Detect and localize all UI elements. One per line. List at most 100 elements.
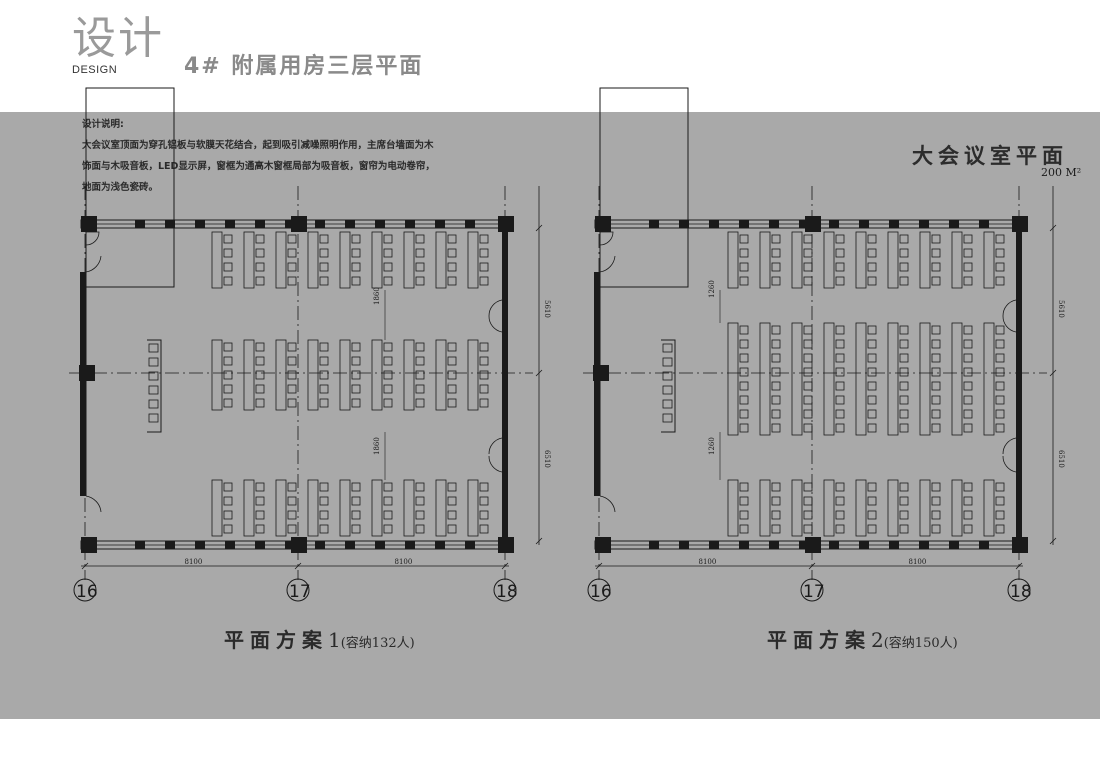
seat (931, 423, 941, 433)
seat (835, 395, 845, 405)
window-mullion (859, 541, 869, 549)
seat (287, 342, 297, 352)
plan2-caption-main: 平面方案 (767, 628, 871, 652)
seat (739, 381, 749, 391)
door-swing (488, 299, 503, 333)
seat (899, 482, 909, 492)
seat (479, 248, 489, 258)
seat (479, 262, 489, 272)
seat (319, 496, 329, 506)
seat (867, 367, 877, 377)
seat (287, 496, 297, 506)
seat (255, 342, 265, 352)
seat (867, 496, 877, 506)
structural-column (498, 216, 514, 232)
seat (835, 353, 845, 363)
seat (739, 325, 749, 335)
podium-chair (662, 357, 673, 367)
seat (223, 384, 233, 394)
seat (771, 482, 781, 492)
seat (899, 524, 909, 534)
seat (995, 276, 1005, 286)
seat (867, 395, 877, 405)
desk-row (919, 322, 931, 436)
door-swing (85, 255, 102, 273)
seat (447, 398, 457, 408)
seat (415, 248, 425, 258)
seat (803, 234, 813, 244)
dim-inner-bottom: 1860 (373, 437, 381, 455)
seat (479, 482, 489, 492)
seat (803, 496, 813, 506)
seat (351, 276, 361, 286)
seat (867, 409, 877, 419)
dim-right-top: 5610 (543, 300, 551, 318)
seat (739, 510, 749, 520)
seat (351, 356, 361, 366)
seat (447, 384, 457, 394)
seat (963, 510, 973, 520)
desk-row (467, 339, 479, 411)
seat (803, 524, 813, 534)
dim-tick (1015, 562, 1023, 570)
seat (319, 276, 329, 286)
window-mullion (649, 541, 659, 549)
axis-bubble (286, 578, 310, 602)
window-mullion (709, 220, 719, 228)
seat (899, 395, 909, 405)
seat (287, 524, 297, 534)
seat (739, 367, 749, 377)
notes-line: 大会议室顶面为穿孔铝板与软膜天花结合，起到吸引减噪照明作用，主席台墙面为木 (82, 140, 434, 151)
seat (255, 510, 265, 520)
dim-right-bottom: 6510 (1057, 450, 1065, 468)
seat (383, 384, 393, 394)
desk-row (823, 231, 835, 289)
seat (835, 409, 845, 419)
seat (835, 339, 845, 349)
seat (415, 384, 425, 394)
desk-row (211, 479, 223, 537)
desk-row (919, 479, 931, 537)
seat (771, 367, 781, 377)
seat (255, 482, 265, 492)
seat (963, 353, 973, 363)
plan2-caption-num: 2 (871, 628, 884, 652)
podium-chair (148, 343, 159, 353)
seat (867, 524, 877, 534)
window-mullion (739, 541, 749, 549)
door-swing (1002, 437, 1017, 473)
desk-row (435, 479, 447, 537)
structural-column (593, 365, 609, 381)
desk-row (275, 479, 287, 537)
desk-row (855, 322, 867, 436)
desk-row (759, 479, 771, 537)
desk-row (791, 479, 803, 537)
seat (771, 510, 781, 520)
seat (447, 370, 457, 380)
seat (835, 482, 845, 492)
desk-row (307, 479, 319, 537)
seat (255, 262, 265, 272)
seat (899, 234, 909, 244)
seat (447, 342, 457, 352)
seat (835, 325, 845, 335)
desk-row (243, 339, 255, 411)
dim-inner-top: 1260 (708, 280, 716, 298)
seat (479, 356, 489, 366)
seat (931, 367, 941, 377)
seat (319, 262, 329, 272)
podium-chair (662, 399, 673, 409)
window-mullion (165, 220, 175, 228)
seat (739, 339, 749, 349)
window-mullion (979, 220, 989, 228)
seat (771, 353, 781, 363)
seat (899, 409, 909, 419)
seat (771, 262, 781, 272)
desk-row (307, 231, 319, 289)
dim-tick (595, 562, 603, 570)
seat (223, 524, 233, 534)
seat (771, 339, 781, 349)
window-mullion (345, 220, 355, 228)
podium-chair (662, 385, 673, 395)
desk-row (855, 231, 867, 289)
